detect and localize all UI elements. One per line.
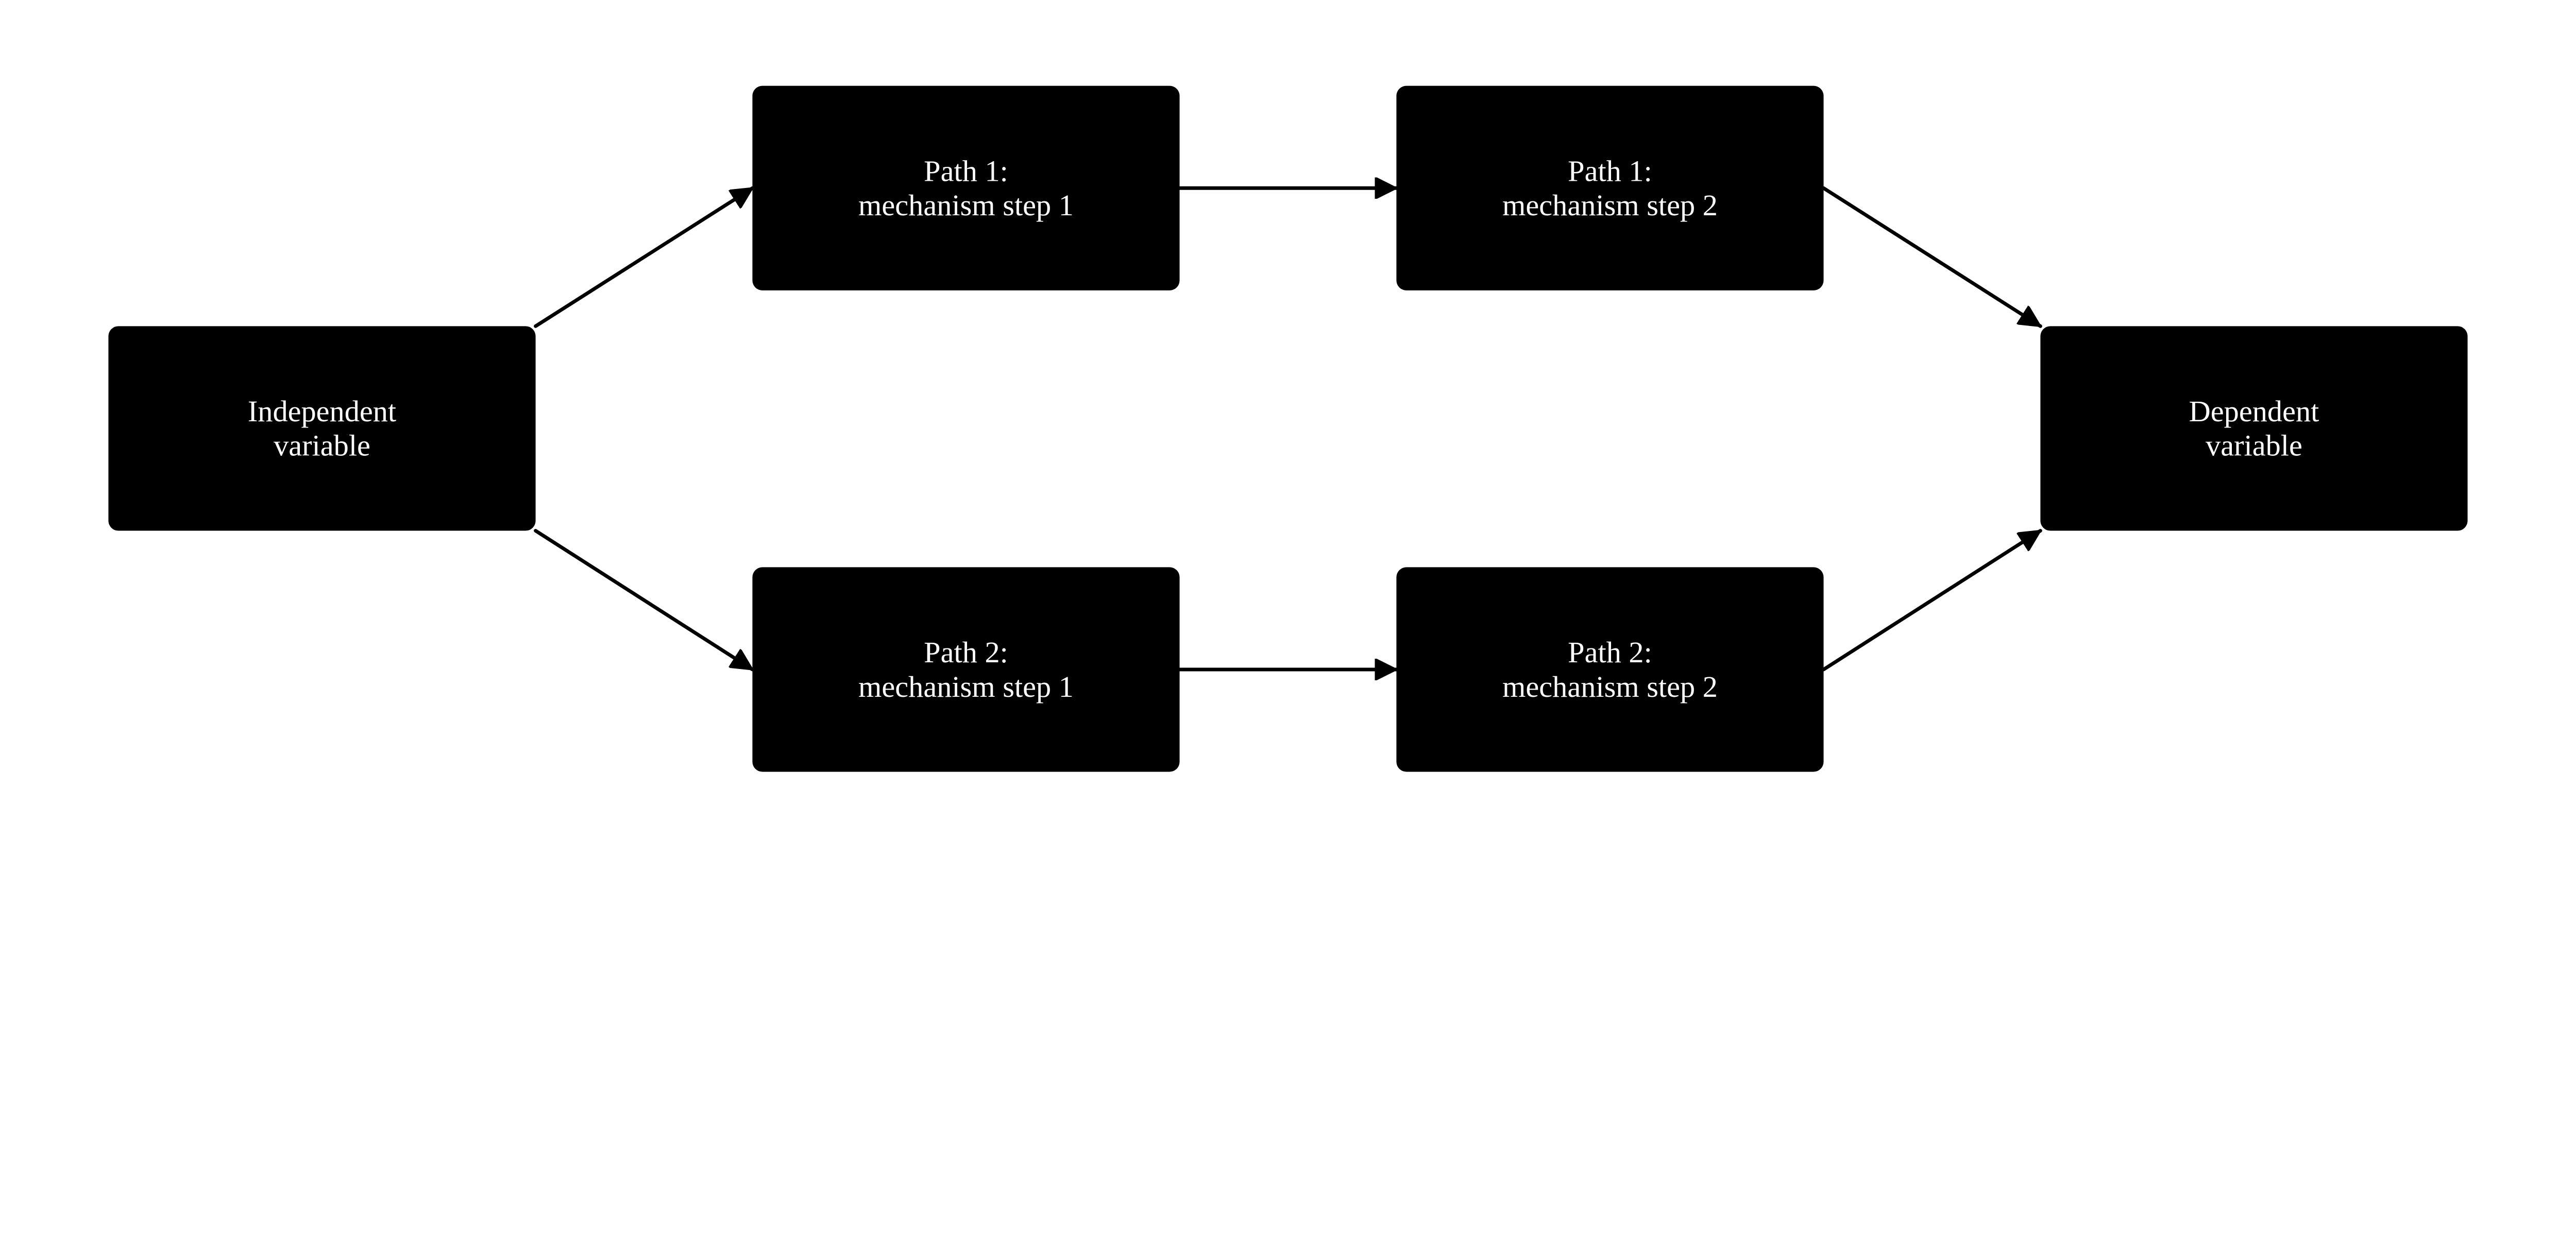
node-box: [108, 326, 536, 531]
arrow-iv-to-p2s1: [534, 529, 754, 672]
node-label: variable: [2206, 429, 2302, 462]
node-label: Independent: [248, 394, 396, 428]
arrow-p1s2-to-dv: [1822, 186, 2042, 328]
node-p2s2: Path 2:mechanism step 2: [1396, 567, 1824, 772]
node-label: mechanism step 2: [1502, 670, 1718, 703]
node-label: Path 1:: [924, 154, 1008, 187]
node-label: Dependent: [2189, 394, 2319, 428]
node-box: [2040, 326, 2468, 531]
node-p1s2: Path 1:mechanism step 2: [1396, 85, 1824, 290]
edges: [534, 186, 2042, 672]
node-box: [752, 85, 1180, 290]
node-box: [1396, 85, 1824, 290]
node-box: [752, 567, 1180, 772]
node-label: mechanism step 1: [858, 188, 1074, 222]
node-label: Path 2:: [924, 636, 1008, 669]
node-p2s1: Path 2:mechanism step 1: [752, 567, 1180, 772]
arrow-iv-to-p1s1: [534, 186, 754, 328]
node-label: Path 1:: [1568, 154, 1652, 187]
node-label: mechanism step 1: [858, 670, 1074, 703]
node-p1s1: Path 1:mechanism step 1: [752, 85, 1180, 290]
node-label: variable: [274, 429, 370, 462]
arrow-p2s2-to-dv: [1822, 529, 2042, 672]
node-box: [1396, 567, 1824, 772]
node-label: Path 2:: [1568, 636, 1652, 669]
node-label: mechanism step 2: [1502, 188, 1718, 222]
